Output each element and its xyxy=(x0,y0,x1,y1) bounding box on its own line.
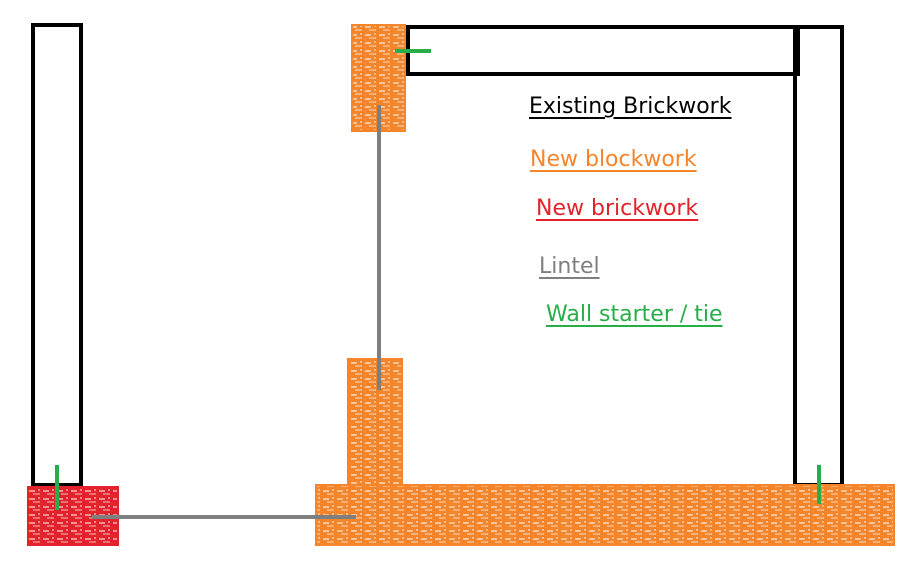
existing-left-wall xyxy=(31,23,83,487)
existing-right-wall xyxy=(793,25,844,487)
legend-existing-brickwork: Existing Brickwork xyxy=(529,94,732,119)
legend-wall-starter-tie: Wall starter / tie xyxy=(546,302,723,327)
legend-lintel: Lintel xyxy=(539,254,600,279)
new-blockwork-bottom-wall xyxy=(315,484,895,546)
new-blockwork-mid-pier xyxy=(347,358,403,487)
legend-new-brickwork: New brickwork xyxy=(536,196,699,221)
legend-new-blockwork: New blockwork xyxy=(530,147,697,172)
existing-top-wall xyxy=(406,25,800,76)
